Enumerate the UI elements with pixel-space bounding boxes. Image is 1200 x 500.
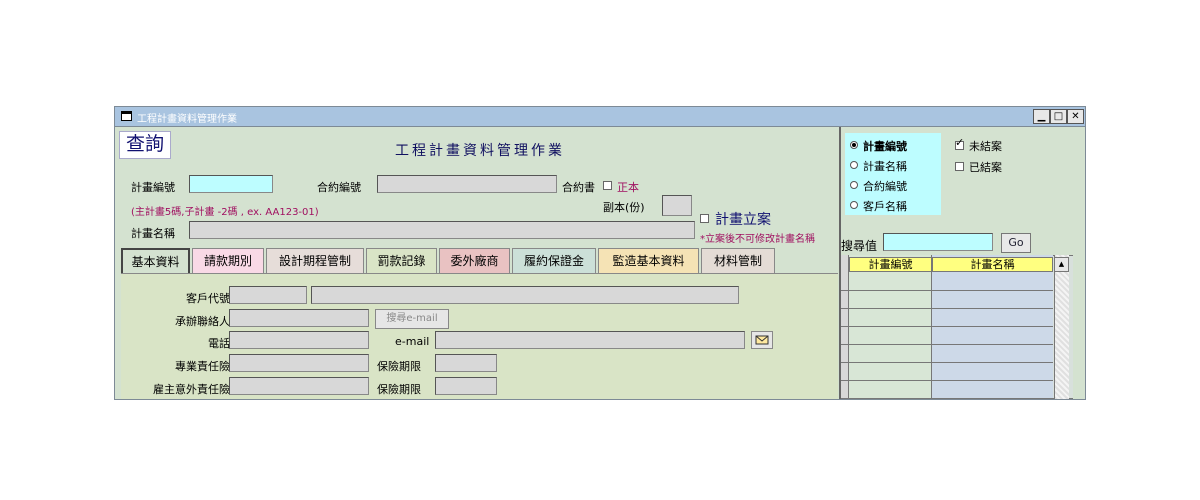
closed-cases-label: 已結案 [969, 161, 1002, 174]
search-field-options [845, 133, 941, 215]
prof-insurance-label: 專業責任險 [175, 360, 230, 373]
search-value-label: 搜尋值 [841, 239, 878, 253]
app-window-icon [121, 111, 132, 121]
plan-no-label: 計畫編號 [131, 181, 175, 194]
grid-header-plan-no[interactable]: 計畫編號 [849, 257, 932, 272]
radio-plan-name[interactable] [850, 161, 858, 169]
table-row[interactable] [841, 344, 1053, 345]
contract-no-label: 合約編號 [317, 181, 361, 194]
tab-penalty-records[interactable]: 罰款記錄 [366, 248, 437, 273]
send-mail-button[interactable] [751, 331, 773, 349]
table-row[interactable] [841, 308, 1053, 309]
check-mark-icon: ✓ [955, 136, 965, 149]
open-cases-checkbox[interactable] [955, 141, 964, 150]
phone-input[interactable] [229, 331, 369, 349]
establish-checkbox[interactable] [700, 214, 709, 223]
grid-header-plan-name[interactable]: 計畫名稱 [932, 257, 1053, 272]
grid-row-selector [841, 255, 849, 399]
tab-design-schedule[interactable]: 設計期程管制 [266, 248, 364, 273]
tab-supervision-basic[interactable]: 監造基本資料 [598, 248, 699, 273]
insurance-period-input-2[interactable] [435, 377, 497, 395]
email-input[interactable] [435, 331, 745, 349]
search-email-button[interactable]: 搜尋e-mail [375, 309, 449, 329]
minimize-button[interactable]: ▁ [1033, 109, 1050, 124]
scroll-up-button[interactable]: ▲ [1054, 257, 1069, 272]
original-label: 正本 [617, 181, 639, 194]
insurance-period-label: 保險期限 [377, 360, 421, 373]
query-button[interactable]: 查詢 [119, 131, 171, 159]
employer-insurance-label: 雇主意外責任險 [153, 383, 230, 396]
grid-col-plan-name [932, 255, 1053, 399]
original-checkbox[interactable] [603, 181, 612, 190]
maximize-button[interactable]: □ [1050, 109, 1067, 124]
envelope-icon [755, 335, 769, 345]
table-row[interactable] [841, 326, 1053, 327]
contract-doc-label: 合約書 [562, 181, 595, 194]
closed-cases-checkbox[interactable] [955, 162, 964, 171]
tab-basic-info[interactable]: 基本資料 [121, 248, 190, 273]
client-code-label: 客戶代號 [186, 292, 230, 305]
radio-plan-no[interactable] [850, 141, 858, 149]
plan-no-input[interactable] [189, 175, 273, 193]
employer-insurance-input[interactable] [229, 377, 369, 395]
grid-col-plan-no [849, 255, 932, 399]
radio-contract-no[interactable] [850, 181, 858, 189]
prof-insurance-input[interactable] [229, 354, 369, 372]
client-code-input[interactable] [229, 286, 307, 304]
form-title: 工程計畫資料管理作業 [395, 143, 565, 159]
table-row[interactable] [841, 362, 1053, 363]
establish-label: 計畫立案 [715, 212, 771, 228]
table-row[interactable] [841, 290, 1053, 291]
establish-note: *立案後不可修改計畫名稱 [700, 234, 815, 245]
radio-client-name-label: 客戶名稱 [863, 200, 907, 213]
contact-input[interactable] [229, 309, 369, 327]
open-cases-label: 未結案 [969, 140, 1002, 153]
phone-label: 電話 [208, 337, 230, 350]
go-button[interactable]: Go [1001, 233, 1031, 253]
copy-count-label: 副本(份) [603, 201, 645, 214]
plan-name-input[interactable] [189, 221, 695, 239]
tab-payment-periods[interactable]: 請款期別 [192, 248, 264, 273]
tab-material-control[interactable]: 材料管制 [701, 248, 775, 273]
grid-scrollbar[interactable] [1054, 255, 1069, 399]
tab-performance-bond[interactable]: 履約保證金 [512, 248, 596, 273]
plan-no-hint: (主計畫5碼,子計畫 -2碼 , ex. AA123-01) [131, 207, 319, 218]
contact-label: 承辦聯絡人 [175, 315, 230, 328]
radio-contract-no-label: 合約編號 [863, 180, 907, 193]
email-label: e-mail [395, 335, 430, 348]
search-panel: 計畫編號 計畫名稱 合約編號 客戶名稱 ✓ 未結案 已結案 搜尋值 Go 計畫編… [839, 127, 1085, 399]
plan-name-label: 計畫名稱 [131, 227, 175, 240]
main-window: 工程計畫資料管理作業 ▁ □ ✕ 查詢 工程計畫資料管理作業 計畫編號 合約編號… [114, 106, 1086, 400]
close-button[interactable]: ✕ [1067, 109, 1084, 124]
window-title: 工程計畫資料管理作業 [137, 114, 237, 125]
radio-plan-no-label: 計畫編號 [863, 140, 907, 153]
table-row[interactable] [841, 380, 1053, 381]
tab-outsourcing[interactable]: 委外廠商 [439, 248, 510, 273]
basic-info-panel: 客戶代號 承辦聯絡人 搜尋e-mail 電話 e-mail 專業責任險 保險期限… [121, 273, 838, 399]
search-value-input[interactable] [883, 233, 993, 251]
copy-count-input[interactable] [662, 195, 692, 216]
title-bar: 工程計畫資料管理作業 ▁ □ ✕ [115, 107, 1085, 127]
insurance-period-label-2: 保險期限 [377, 383, 421, 396]
client-name-input[interactable] [311, 286, 739, 304]
radio-plan-name-label: 計畫名稱 [863, 160, 907, 173]
insurance-period-input[interactable] [435, 354, 497, 372]
radio-client-name[interactable] [850, 201, 858, 209]
contract-no-input[interactable] [377, 175, 557, 193]
table-row[interactable] [841, 398, 1053, 399]
